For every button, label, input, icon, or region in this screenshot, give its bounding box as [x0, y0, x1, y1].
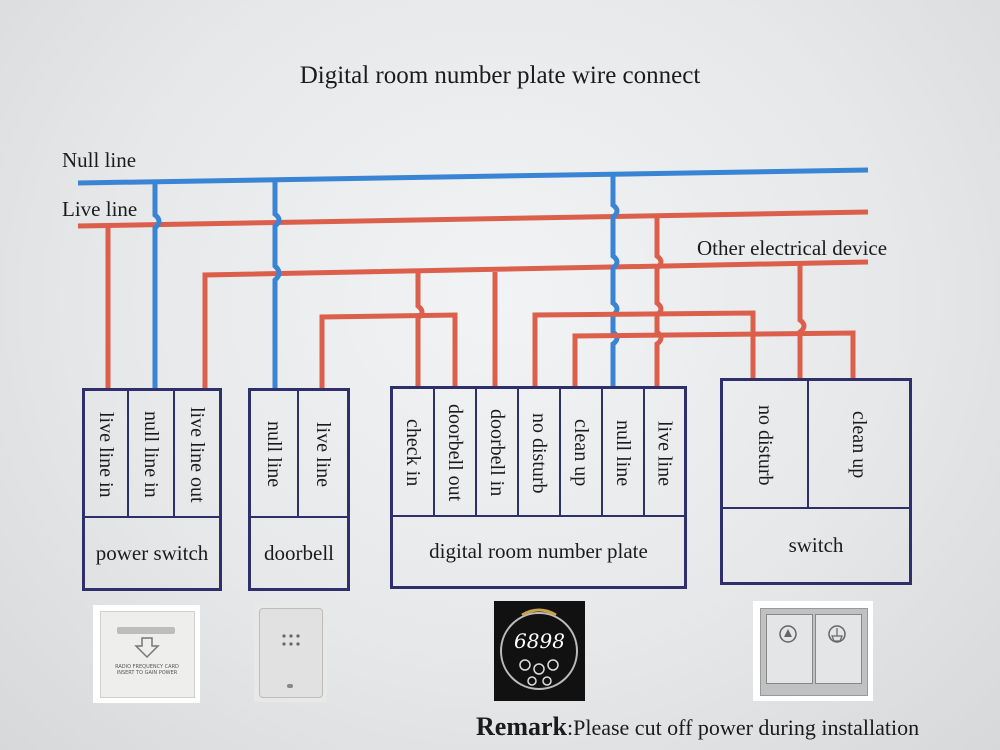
- switch-box: no disturb clean up switch: [720, 378, 912, 585]
- other-device-wire: [202, 259, 869, 390]
- terminal-label: clean up: [848, 411, 870, 479]
- live-line-label: Live line: [62, 197, 138, 221]
- doorbell-label: doorbell: [251, 516, 347, 588]
- doorbell-box: null line live line doorbell: [248, 388, 350, 591]
- room-plate-icons: [500, 608, 578, 690]
- power-switch-label: power switch: [85, 516, 219, 588]
- card-insert-arrow-icon: [134, 637, 160, 659]
- remark-text: :Please cut off power during installatio…: [566, 715, 920, 740]
- doorbell-led: [287, 684, 293, 688]
- terminal-label: check in: [402, 419, 424, 487]
- terminal-label: live line: [312, 422, 334, 487]
- terminal-null-line-in: null line in: [129, 391, 175, 518]
- speaker-grille-icon: [282, 634, 300, 646]
- terminal-live-line-in: live line in: [85, 391, 129, 518]
- terminal-null-line: null line: [251, 391, 299, 518]
- terminal-label: null line in: [140, 411, 162, 498]
- terminal-label: no disturb: [754, 404, 776, 486]
- bell-and-broom-icons: [779, 625, 846, 643]
- terminal-label: live line in: [95, 411, 117, 498]
- terminal-live-line-out: live line out: [175, 391, 219, 518]
- remark-label: Remark: [476, 712, 567, 741]
- null-line-wire: [77, 167, 869, 186]
- live-line-wire: [77, 209, 869, 229]
- terminal-live-line: live line: [645, 389, 684, 517]
- power-switch-photo: RADIO FREQUENCY CARD INSERT TO GAIN POWE…: [93, 605, 200, 703]
- terminal-no-disturb: no disturb: [519, 389, 561, 517]
- terminal-label: live line out: [186, 406, 208, 503]
- switch-feed-drop: [797, 263, 807, 378]
- terminal-doorbell-in: doorbell in: [477, 389, 519, 517]
- plate-live-drop: [654, 216, 664, 388]
- terminal-label: doorbell in: [486, 409, 508, 497]
- terminal-live-line: live line: [299, 391, 347, 518]
- clean-up-link: [572, 330, 856, 388]
- no-disturb-link: [532, 310, 756, 388]
- terminal-label: null line: [263, 421, 285, 488]
- terminal-label: live line: [653, 420, 676, 486]
- remark: Remark:Please cut off power during insta…: [476, 712, 919, 742]
- doorbell-null-drop: [272, 181, 282, 388]
- terminal-label: clean up: [570, 419, 592, 487]
- terminal-clean-up: clean up: [809, 381, 909, 509]
- switch-label: switch: [723, 507, 909, 582]
- terminal-no-disturb: no disturb: [723, 381, 809, 509]
- room-number: 6898: [514, 629, 565, 653]
- check-in-drop: [415, 273, 425, 388]
- terminal-null-line: null line: [603, 389, 645, 517]
- plate-null-drop: [610, 173, 620, 388]
- terminal-label: no disturb: [528, 412, 550, 494]
- room-plate-photo: 6898: [494, 601, 585, 701]
- room-plate-box: check in doorbell out doorbell in no dis…: [390, 386, 687, 589]
- power-switch-box: live line in null line in live line out …: [82, 388, 222, 591]
- doorbell-photo: [254, 604, 327, 702]
- terminal-check-in: check in: [393, 389, 435, 517]
- doorbell-live-drop: [319, 312, 458, 388]
- card-slot-text: RADIO FREQUENCY CARD INSERT TO GAIN POWE…: [115, 664, 179, 676]
- terminal-doorbell-out: doorbell out: [435, 389, 477, 517]
- terminal-label: null line: [612, 419, 634, 487]
- terminal-clean-up: clean up: [561, 389, 603, 517]
- terminal-label: doorbell out: [444, 404, 466, 502]
- other-device-label: Other electrical device: [697, 236, 888, 260]
- null-line-label: Null line: [62, 148, 137, 172]
- room-plate-label: digital room number plate: [393, 515, 684, 586]
- power-null-in-drop: [152, 183, 162, 388]
- diagram-title: Digital room number plate wire connect: [299, 62, 701, 89]
- switch-photo: [753, 601, 873, 701]
